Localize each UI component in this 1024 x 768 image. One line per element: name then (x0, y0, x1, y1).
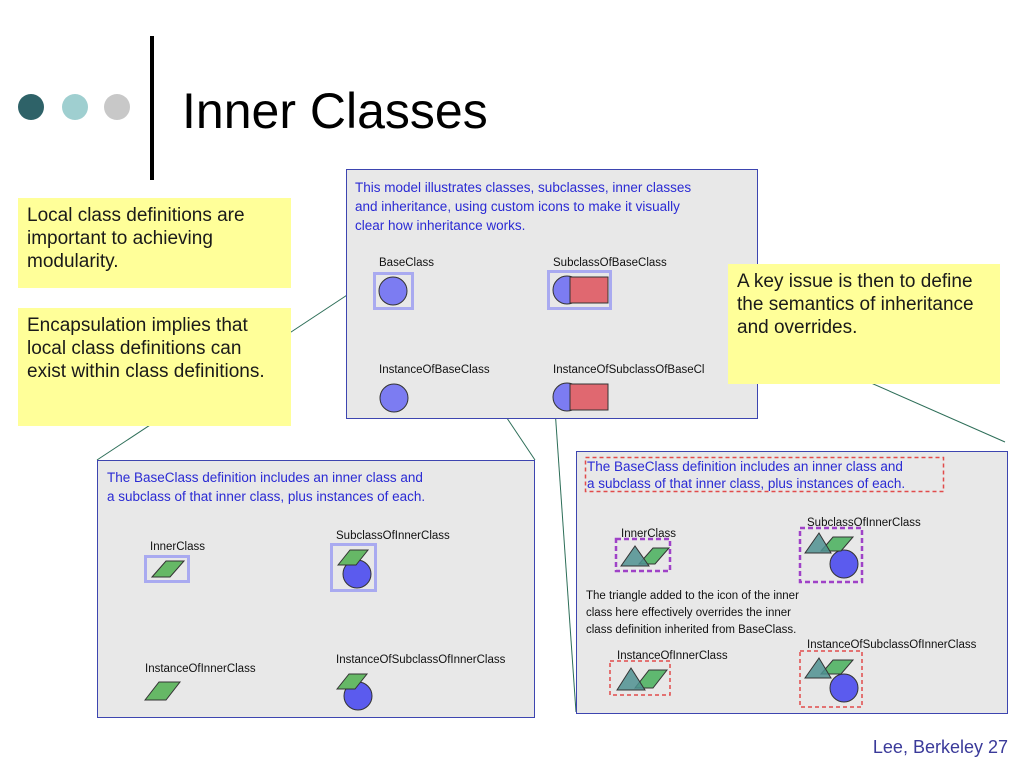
right-panel-desc-line-1: The BaseClass definition includes an inn… (587, 459, 903, 474)
top-panel-desc-line-3: clear how inheritance works. (355, 218, 526, 233)
label-inner-class: InnerClass (621, 528, 676, 540)
instance-of-subclass-of-base-class-icon[interactable] (551, 380, 611, 414)
label-subclass-of-base-class: SubclassOfBaseClass (553, 257, 667, 269)
note-key-issue: A key issue is then to define the semant… (728, 264, 1000, 384)
note-modularity: Local class definitions are important to… (18, 198, 291, 288)
label-instance-of-subclass-of-inner-class: InstanceOfSubclassOfInnerClass (336, 654, 506, 666)
instance-of-base-class-icon[interactable] (377, 381, 411, 415)
instance-of-inner-class-icon[interactable] (142, 679, 184, 703)
subclass-of-base-class-icon[interactable] (547, 270, 617, 312)
right-panel-desc-line-2: a subclass of that inner class, plus ins… (587, 476, 906, 491)
right-override-panel: The BaseClass definition includes an inn… (576, 451, 1008, 714)
inner-class-override-icon[interactable] (614, 537, 673, 574)
label-instance-of-inner-class: InstanceOfInnerClass (617, 650, 728, 662)
top-panel-desc-line-2: and inheritance, using custom icons to m… (355, 199, 680, 214)
label-subclass-of-inner-class: SubclassOfInnerClass (336, 530, 450, 542)
instance-of-subclass-of-inner-class-icon[interactable] (334, 668, 378, 714)
left-panel-desc-line-2: a subclass of that inner class, plus ins… (107, 489, 426, 504)
label-instance-of-inner-class: InstanceOfInnerClass (145, 663, 256, 675)
note-encapsulation: Encapsulation implies that local class d… (18, 308, 291, 426)
slide-footer: Lee, Berkeley 27 (872, 737, 1008, 757)
left-panel-desc-line-1: The BaseClass definition includes an inn… (107, 470, 423, 485)
subclass-of-inner-class-override-icon[interactable] (798, 526, 865, 585)
label-subclass-of-inner-class: SubclassOfInnerClass (807, 517, 921, 529)
label-instance-of-subclass-of-base-class: InstanceOfSubclassOfBaseCl (553, 364, 705, 376)
inner-class-icon[interactable] (144, 555, 192, 585)
title-divider (150, 36, 154, 180)
label-inner-class: InnerClass (150, 541, 205, 553)
label-base-class: BaseClass (379, 257, 434, 269)
header-dot-light (62, 94, 88, 120)
override-note-line-2: class here effectively overrides the inn… (586, 607, 791, 619)
slide-title: Inner Classes (182, 83, 488, 139)
right-panel-desc-highlight (584, 456, 945, 493)
top-panel-desc-line-1: This model illustrates classes, subclass… (355, 180, 692, 195)
header-dot-gray (104, 94, 130, 120)
subclass-of-inner-class-icon[interactable] (330, 543, 380, 595)
base-class-icon[interactable] (373, 272, 417, 312)
top-model-panel: This model illustrates classes, subclass… (346, 169, 758, 419)
label-instance-of-base-class: InstanceOfBaseClass (379, 364, 490, 376)
override-note-line-3: class definition inherited from BaseClas… (586, 624, 797, 636)
instance-of-subclass-of-inner-class-override-icon[interactable] (799, 650, 865, 710)
override-note-line-1: The triangle added to the icon of the in… (586, 590, 799, 602)
instance-of-inner-class-override-icon[interactable] (609, 660, 673, 698)
label-instance-of-subclass-of-inner-class: InstanceOfSubclassOfInnerClass (807, 639, 977, 651)
header-dot-dark (18, 94, 44, 120)
left-inner-class-panel: The BaseClass definition includes an inn… (97, 460, 535, 718)
